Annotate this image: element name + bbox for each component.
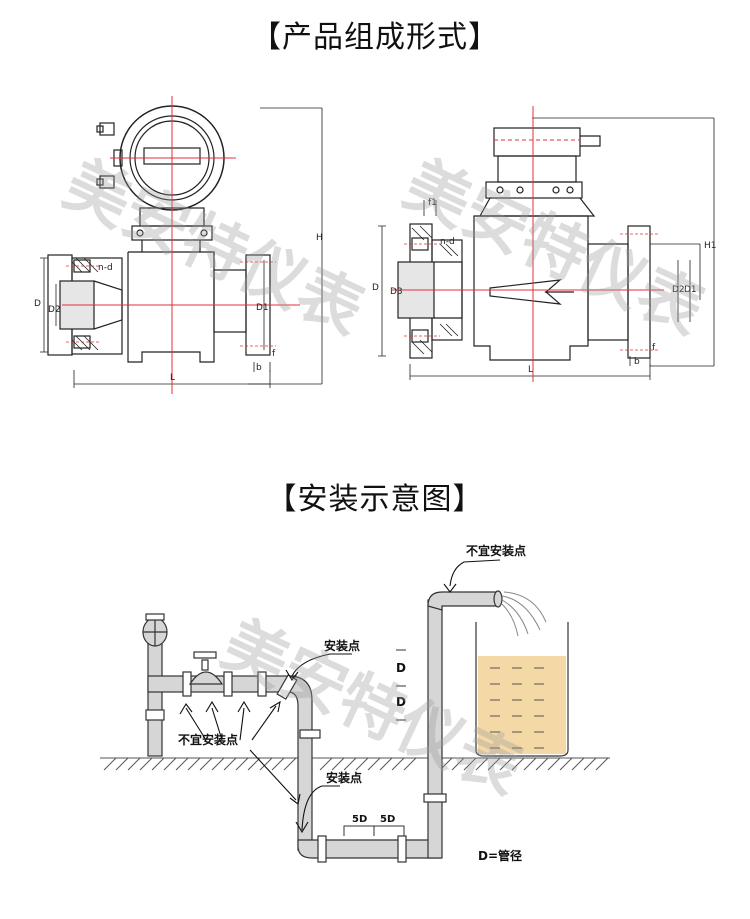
ground (100, 757, 610, 771)
tank (475, 622, 569, 757)
callout-arrows (179, 559, 501, 834)
label-f-right: f (652, 343, 656, 353)
label-L-left: L (170, 373, 175, 383)
water-spray (501, 591, 547, 637)
label-nd-left: n-d (98, 263, 113, 273)
product-drawings: D D2 n-d D1 L H b f D D3 D2 D1 n-d L H1 … (34, 96, 717, 394)
label-nd-right: n-d (440, 237, 455, 247)
centerlines (62, 96, 664, 394)
label-5d-right: 5D (380, 814, 395, 825)
label-H1-right: H1 (704, 241, 717, 251)
d-markers (396, 649, 406, 721)
label-b-left: b (256, 363, 262, 373)
legend-pipe-diameter: D=管径 (478, 848, 522, 863)
fittings (142, 613, 447, 863)
label-H-left: H (316, 233, 323, 243)
label-d-upper: D (396, 661, 406, 675)
label-D2-right: D2 (672, 285, 685, 295)
watermark-right: 美安特仪表 (393, 147, 714, 349)
label-not-recommended-left: 不宜安装点 (178, 732, 238, 747)
label-not-recommended-top: 不宜安装点 (466, 543, 526, 558)
label-D1-left: D1 (256, 303, 269, 313)
label-d-lower: D (396, 695, 406, 709)
piping (147, 590, 503, 859)
label-f-left: f (272, 349, 276, 359)
five-d-markers (343, 825, 405, 836)
section-title-product: 【产品组成形式】 (251, 20, 499, 55)
label-5d-left: 5D (352, 814, 367, 825)
section-title-install: 【安装示意图】 (266, 482, 484, 517)
label-L-right: L (528, 365, 533, 375)
label-recommended-lower: 安装点 (326, 770, 362, 785)
label-b-right: b (634, 357, 640, 367)
label-D1-right: D1 (684, 285, 697, 295)
label-D2-left: D2 (48, 305, 61, 315)
label-D3-right: D3 (390, 287, 403, 297)
watermark-bottom: 美安特仪表 (211, 607, 532, 809)
label-recommended-upper: 安装点 (324, 638, 360, 653)
label-D-left: D (34, 299, 41, 309)
label-D-right: D (372, 283, 379, 293)
label-f1-right: f1 (428, 198, 437, 208)
